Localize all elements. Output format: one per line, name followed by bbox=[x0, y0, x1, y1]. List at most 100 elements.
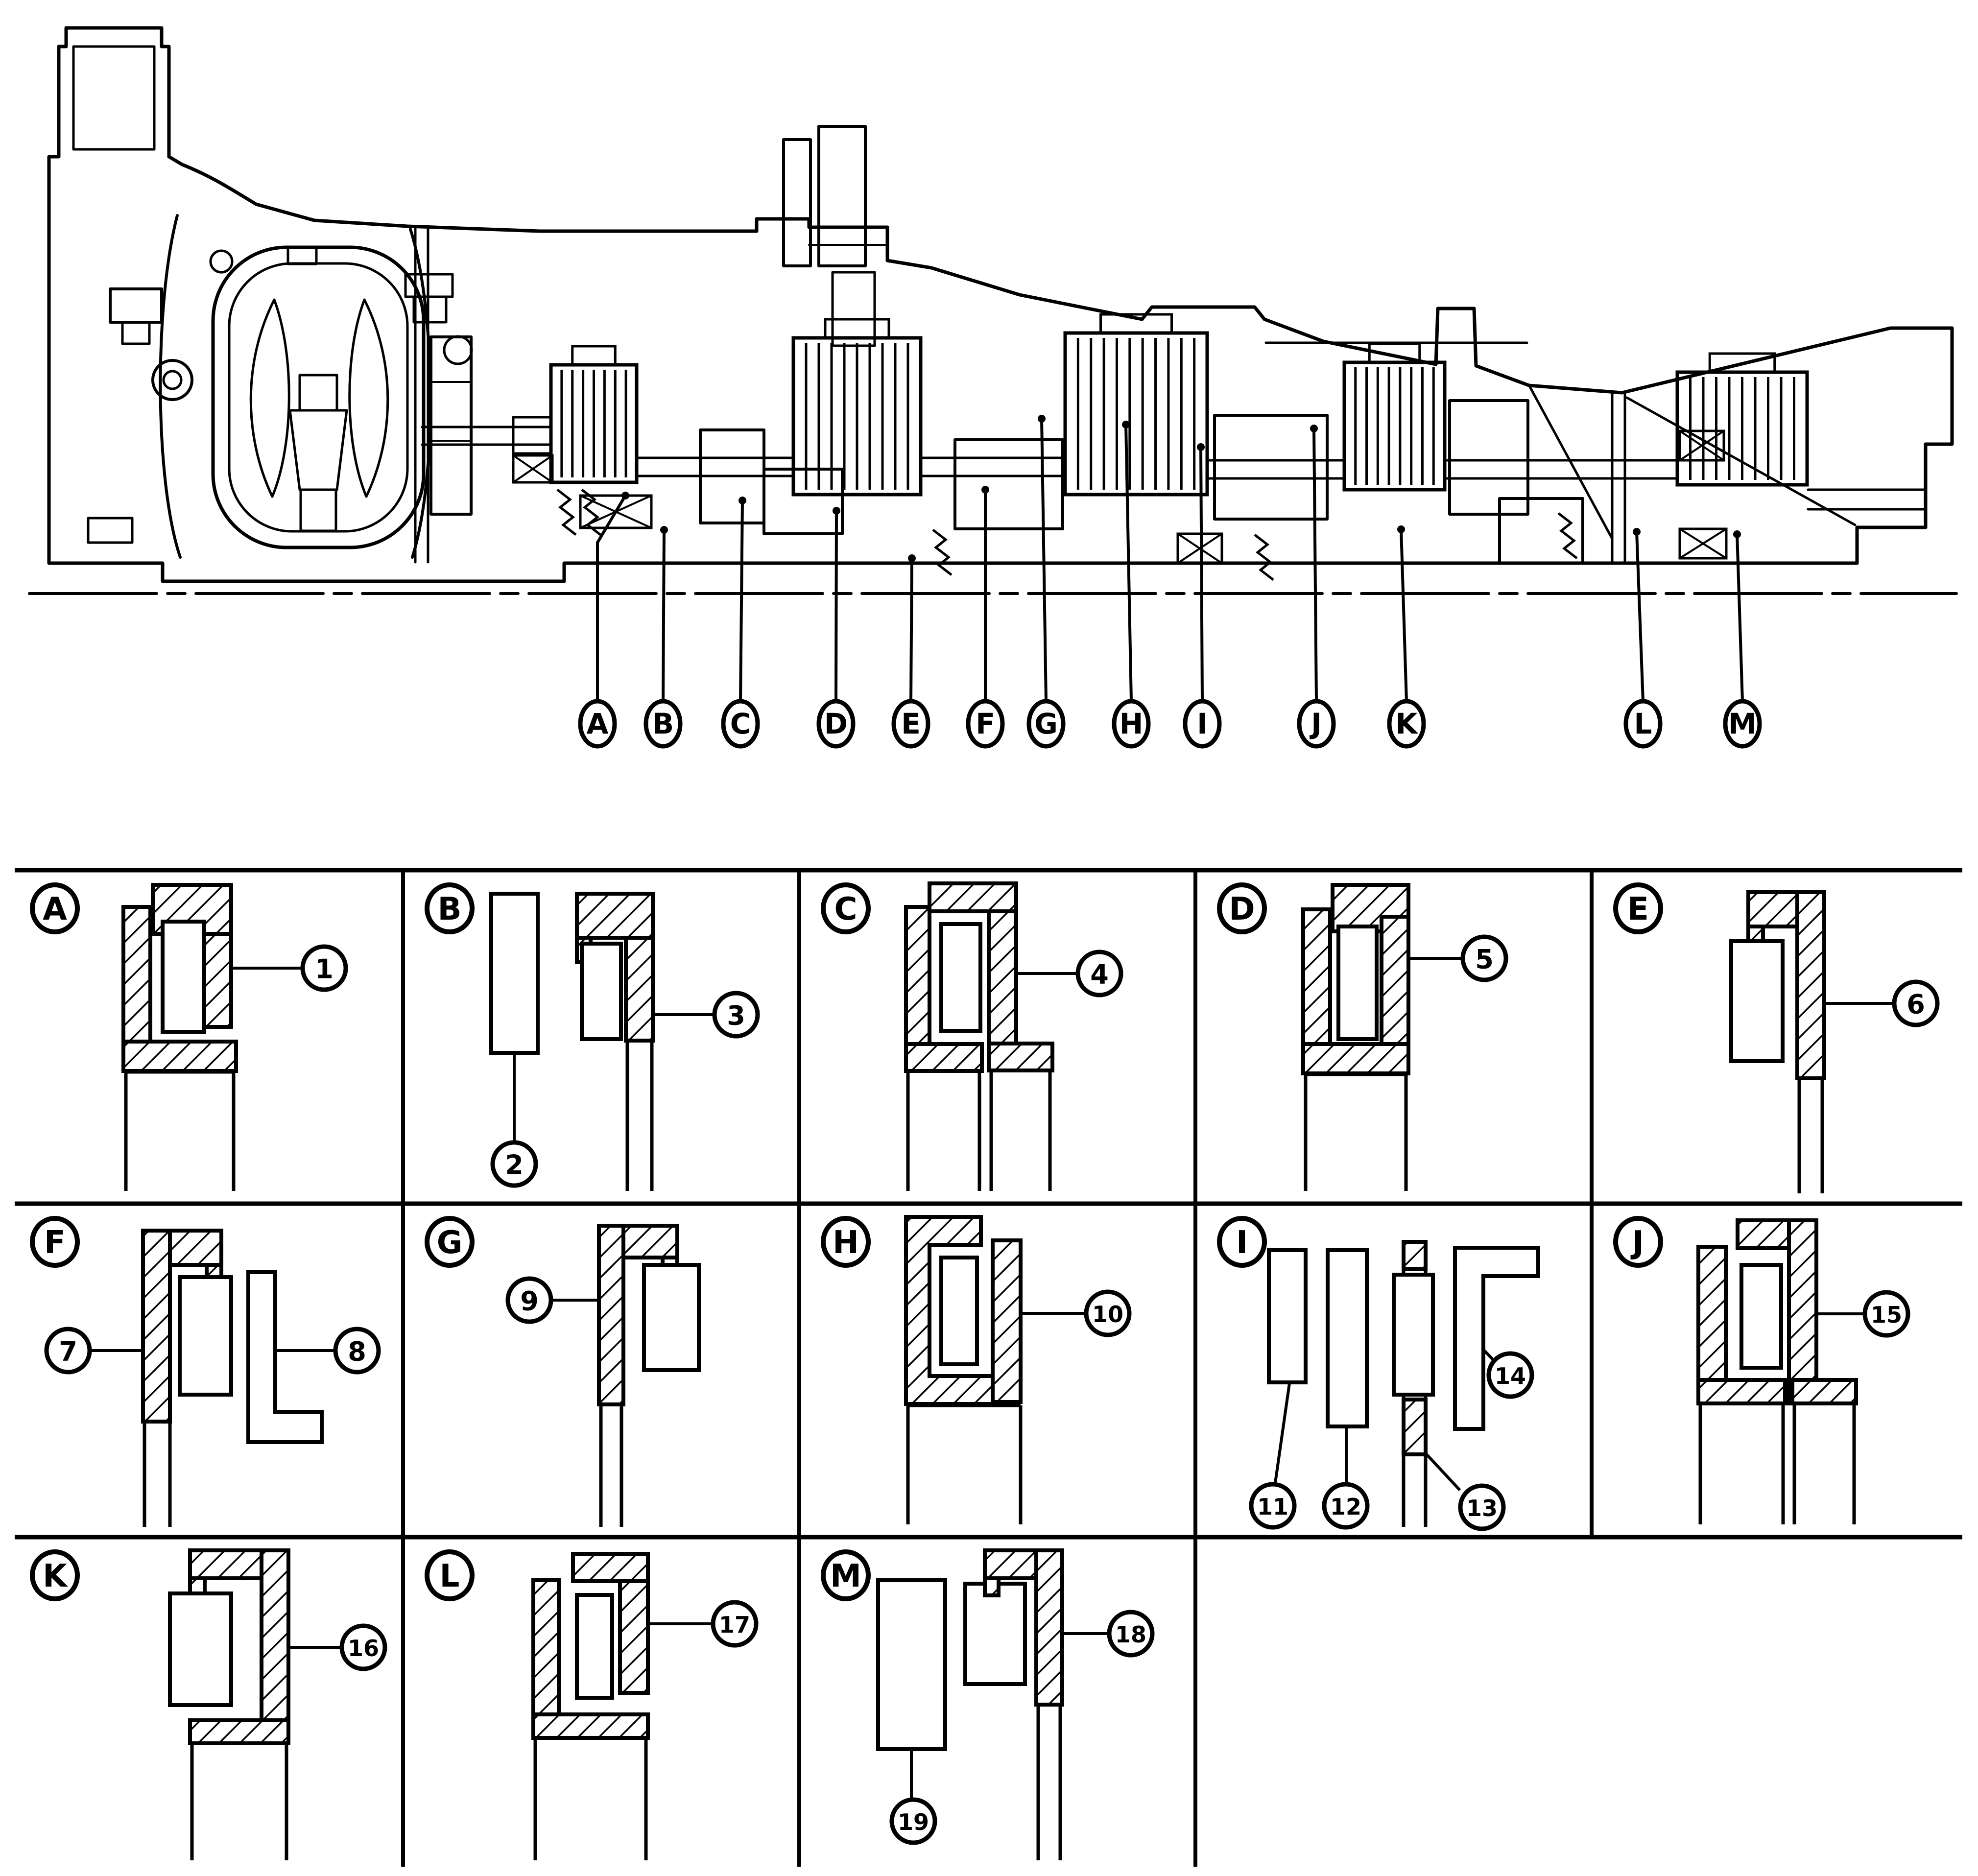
part-callout-3: 3 bbox=[653, 991, 760, 1039]
clutch-packs bbox=[512, 313, 1809, 581]
leader-dot bbox=[1038, 415, 1046, 423]
cell-badge bbox=[30, 1549, 80, 1601]
letter-oval bbox=[1623, 699, 1663, 749]
front-seal bbox=[151, 359, 193, 401]
callout-number: 19 bbox=[898, 1809, 929, 1835]
cell-sketch bbox=[531, 1552, 650, 1860]
cell-sketch bbox=[121, 883, 238, 1191]
section-letter: E bbox=[901, 707, 921, 740]
cell-letter: H bbox=[833, 1225, 859, 1261]
part-callout-18: 18 bbox=[1062, 1610, 1155, 1658]
letter-oval bbox=[1183, 699, 1222, 749]
part-callout-10: 10 bbox=[1021, 1289, 1132, 1337]
detail-cell-G: G9 bbox=[425, 1216, 701, 1527]
part-callout-6: 6 bbox=[1824, 979, 1940, 1027]
leader-dot bbox=[1122, 421, 1130, 428]
part-callout-1: 1 bbox=[231, 944, 348, 992]
part-callout-5: 5 bbox=[1408, 934, 1508, 982]
cell-letter: A bbox=[43, 891, 67, 927]
section-letter: A bbox=[587, 707, 609, 740]
callout-circle bbox=[1322, 1482, 1370, 1530]
leader-dot bbox=[660, 526, 668, 534]
transmission-cross-section bbox=[28, 26, 1958, 595]
cell-sketch bbox=[904, 881, 1054, 1191]
part-callout-16: 16 bbox=[288, 1623, 387, 1671]
detail-grid-lines bbox=[15, 868, 1962, 1867]
letter-oval bbox=[578, 699, 617, 749]
section-marker-L: L bbox=[1623, 528, 1663, 749]
part-callout-7: 7 bbox=[44, 1327, 143, 1375]
part-callout-4: 4 bbox=[1016, 950, 1123, 997]
letter-oval bbox=[966, 699, 1005, 749]
letter-oval bbox=[1112, 699, 1151, 749]
section-letter: B bbox=[652, 707, 674, 740]
section-marker-I: I bbox=[1183, 443, 1222, 749]
callout-circle bbox=[490, 1140, 538, 1188]
detail-cell-J: J15 bbox=[1613, 1216, 1910, 1524]
cell-badge bbox=[425, 882, 475, 934]
callout-number: 9 bbox=[520, 1286, 539, 1317]
cell-sketch bbox=[1696, 1218, 1858, 1524]
cell-letter: M bbox=[830, 1558, 861, 1594]
letter-oval bbox=[1026, 699, 1066, 749]
part-callout-19: 19 bbox=[889, 1750, 937, 1845]
section-marker-G: G bbox=[1026, 415, 1066, 749]
callout-number: 7 bbox=[59, 1336, 77, 1367]
section-marker-A: A bbox=[578, 492, 629, 749]
part-callout-14: 14 bbox=[1483, 1349, 1534, 1399]
cell-letter: D bbox=[1229, 891, 1255, 927]
callout-circle bbox=[300, 944, 348, 992]
cell-sketch bbox=[904, 1215, 1023, 1524]
section-marker-D: D bbox=[816, 507, 856, 749]
letter-oval bbox=[1387, 699, 1426, 749]
detail-cell-C: C4 bbox=[821, 881, 1123, 1191]
callout-number: 4 bbox=[1090, 959, 1109, 990]
part-callout-2: 2 bbox=[490, 1053, 538, 1188]
case-tower bbox=[72, 45, 156, 151]
detail-cell-L: L17 bbox=[425, 1549, 759, 1860]
letter-oval bbox=[1723, 699, 1762, 749]
leader-dot bbox=[1310, 425, 1318, 432]
leader-dot bbox=[908, 554, 916, 562]
part-callout-17: 17 bbox=[648, 1600, 759, 1648]
callout-circle bbox=[1486, 1351, 1534, 1399]
callout-number: 12 bbox=[1330, 1494, 1361, 1520]
cell-badge bbox=[30, 1216, 80, 1268]
leader-dot bbox=[621, 492, 629, 499]
section-marker-K: K bbox=[1387, 525, 1426, 749]
cell-letter: B bbox=[438, 891, 462, 927]
leader-dot bbox=[1397, 525, 1405, 533]
cell-badge bbox=[821, 882, 871, 934]
cell-sketch bbox=[1729, 890, 1826, 1193]
section-letter: L bbox=[1634, 707, 1652, 740]
callout-circle bbox=[44, 1327, 92, 1375]
callout-number: 2 bbox=[505, 1150, 524, 1181]
cell-letter: G bbox=[437, 1225, 463, 1261]
callout-number: 3 bbox=[727, 1000, 745, 1031]
cell-letter: J bbox=[1630, 1225, 1644, 1261]
callout-number: 5 bbox=[1475, 944, 1494, 975]
bell-inner-left bbox=[159, 214, 182, 559]
part-callout-11: 11 bbox=[1249, 1383, 1297, 1530]
callout-circle bbox=[1458, 1483, 1506, 1531]
callout-circle bbox=[1862, 1290, 1910, 1338]
section-letter: J bbox=[1309, 707, 1322, 740]
callout-circle bbox=[1107, 1610, 1155, 1658]
detail-cell-E: E6 bbox=[1613, 882, 1940, 1193]
cell-badge bbox=[821, 1549, 871, 1601]
section-letter: C bbox=[730, 707, 751, 740]
letter-oval bbox=[643, 699, 683, 749]
callout-circle bbox=[1084, 1289, 1132, 1337]
cell-badge bbox=[30, 882, 80, 934]
cell-badge bbox=[1217, 882, 1267, 934]
torque-converter bbox=[151, 245, 426, 549]
cell-sketch bbox=[597, 1224, 701, 1527]
cell-badge bbox=[1217, 1216, 1267, 1268]
section-marker-F: F bbox=[966, 486, 1005, 749]
callout-circle bbox=[889, 1797, 937, 1845]
cell-badge bbox=[425, 1549, 475, 1601]
cell-letter: E bbox=[1627, 891, 1649, 927]
cell-sketch bbox=[876, 1548, 1064, 1860]
